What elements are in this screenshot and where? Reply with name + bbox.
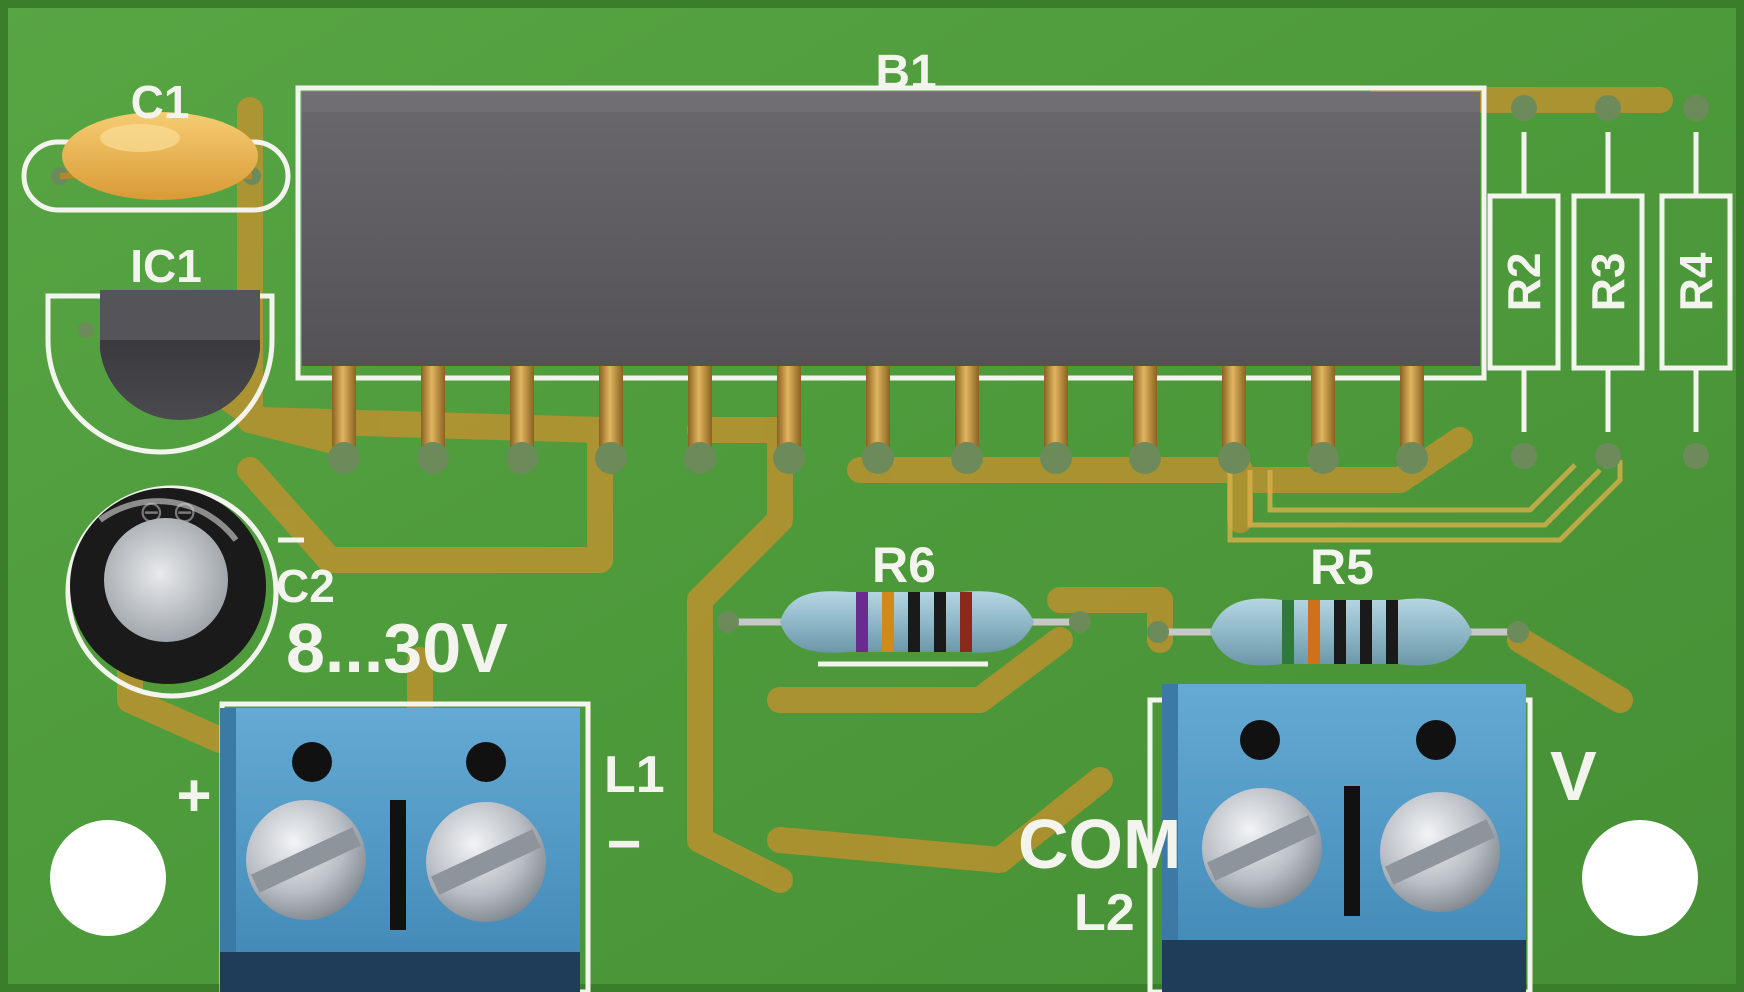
header-pad	[862, 442, 894, 474]
header-pin	[1133, 366, 1157, 452]
screw-icon	[1202, 788, 1322, 908]
label-com: COM	[1018, 805, 1181, 883]
label-l1: L1	[604, 746, 665, 804]
label-c2: C2	[276, 560, 335, 612]
resistor-band	[1282, 600, 1294, 664]
header-pin	[1044, 366, 1068, 452]
label-b1: B1	[875, 46, 936, 99]
resistor-r5-bands	[1282, 600, 1398, 664]
label-voltage: 8...30V	[286, 609, 508, 687]
header-pad	[1129, 442, 1161, 474]
footprint-r2	[1487, 95, 1561, 469]
resistor-footprints	[1487, 95, 1733, 469]
label-r3: R3	[1582, 253, 1634, 312]
resistor-band	[934, 592, 946, 652]
header-pad	[1218, 442, 1250, 474]
header-pin	[421, 366, 445, 452]
header-pin	[599, 366, 623, 452]
header-pin	[777, 366, 801, 452]
header-b1	[295, 85, 1487, 381]
header-pin	[1400, 366, 1424, 452]
header-pad	[506, 442, 538, 474]
screw-icon	[1380, 792, 1500, 912]
resistor-band	[856, 592, 868, 652]
capacitor-c1	[21, 112, 291, 213]
mounting-hole-left	[50, 820, 166, 936]
header-pin	[1311, 366, 1335, 452]
header-pins	[328, 366, 1428, 474]
thin-traces	[1227, 460, 1623, 543]
terminal-block-l2	[1147, 684, 1533, 992]
terminal-block-l1	[219, 701, 591, 992]
resistor-band	[882, 592, 894, 652]
header-pin	[688, 366, 712, 452]
header-pad	[1396, 442, 1428, 474]
header-pad	[1040, 442, 1072, 474]
resistor-band	[1386, 600, 1398, 664]
label-v: V	[1550, 737, 1597, 815]
label-minus: −	[606, 810, 641, 877]
resistor-band	[1334, 600, 1346, 664]
header-pin	[510, 366, 534, 452]
header-pad	[1307, 442, 1339, 474]
header-pin	[955, 366, 979, 452]
header-pin	[332, 366, 356, 452]
resistor-band	[960, 592, 972, 652]
label-r2: R2	[1498, 253, 1550, 312]
footprint-r3	[1571, 95, 1645, 469]
header-pad	[773, 442, 805, 474]
label-c1: C1	[131, 76, 190, 128]
label-r5: R5	[1310, 539, 1374, 595]
resistor-band	[908, 592, 920, 652]
resistor-band	[1308, 600, 1320, 664]
screw-icon	[426, 802, 546, 922]
transistor-ic1	[45, 290, 275, 455]
mounting-hole-right	[1582, 820, 1698, 936]
header-pin	[866, 366, 890, 452]
header-pad	[417, 442, 449, 474]
screw-icon	[246, 800, 366, 920]
header-pad	[328, 442, 360, 474]
resistor-band	[1360, 600, 1372, 664]
resistor-r6	[717, 591, 1091, 667]
resistor-r6-bands	[856, 592, 972, 652]
label-l2: L2	[1074, 884, 1135, 942]
label-r6: R6	[872, 537, 936, 593]
label-r4: R4	[1670, 252, 1722, 311]
header-pad	[595, 442, 627, 474]
header-pad	[951, 442, 983, 474]
footprint-r4	[1659, 95, 1733, 469]
header-pad	[684, 442, 716, 474]
resistor-r5	[1147, 598, 1529, 666]
label-plus: +	[176, 762, 211, 829]
capacitor-c2: ⊖ ⊖	[65, 485, 279, 699]
label-ic1: IC1	[130, 240, 202, 292]
header-pin	[1222, 366, 1246, 452]
